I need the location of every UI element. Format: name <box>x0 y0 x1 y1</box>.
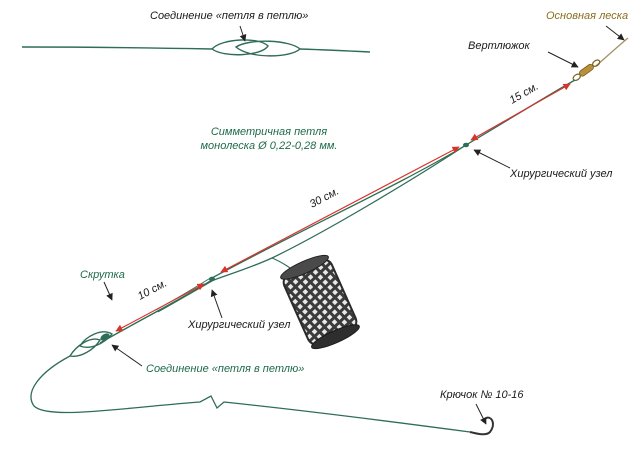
dimension-15cm <box>470 83 571 141</box>
top-loop-connection <box>21 39 371 57</box>
dim-30-label: 30 см. <box>308 185 341 210</box>
arrow-surgical-bottom <box>210 289 223 319</box>
arrow-swivel <box>547 51 579 68</box>
label-symmetric-loop-1: Симметричная петля <box>210 126 328 138</box>
top-loop-b <box>234 40 302 57</box>
dimension-10cm <box>115 283 205 332</box>
label-hook: Крючок № 10-16 <box>440 389 524 401</box>
arrow-bottom-loop <box>111 344 143 367</box>
label-twist: Скрутка <box>80 269 125 281</box>
feeder-cage <box>280 254 360 350</box>
arrow-main-line <box>605 25 625 41</box>
label-loop-to-loop-top: Соединение «петля в петлю» <box>150 10 309 22</box>
surgical-knot-upper <box>463 142 469 148</box>
label-loop-to-loop-bottom: Соединение «петля в петлю» <box>146 363 305 375</box>
arrow-hook <box>475 403 487 425</box>
swivel-eye-a <box>572 73 581 82</box>
top-line-right <box>299 48 371 53</box>
bottom-knot <box>100 333 110 341</box>
dimension-30cm <box>220 146 460 273</box>
bottom-loop-connection <box>68 331 114 357</box>
arrow-twist <box>103 281 113 301</box>
swivel-eye-b <box>591 59 601 67</box>
label-surgical-knot-right: Хирургический узел <box>510 168 613 180</box>
arrow-top-loop <box>239 25 247 42</box>
arrow-surgical-right <box>473 149 511 169</box>
top-line-left <box>21 46 213 50</box>
label-swivel: Вертлюжок <box>468 40 530 52</box>
hook-leader <box>30 355 471 433</box>
feeder-bottom-rim <box>311 324 360 350</box>
hook <box>469 416 494 436</box>
top-loop-a <box>210 39 269 56</box>
main-line <box>595 37 629 67</box>
swivel <box>572 59 601 82</box>
bottom-loop-a <box>78 331 114 348</box>
surgical-knot-lower <box>209 276 215 282</box>
label-surgical-knot-bottom: Хирургический узел <box>188 319 291 331</box>
label-main-line: Основная леска <box>546 10 629 22</box>
dim-10-label: 10 см. <box>136 277 169 302</box>
label-symmetric-loop-2: монолеска Ø 0,22-0,28 мм. <box>200 140 338 152</box>
